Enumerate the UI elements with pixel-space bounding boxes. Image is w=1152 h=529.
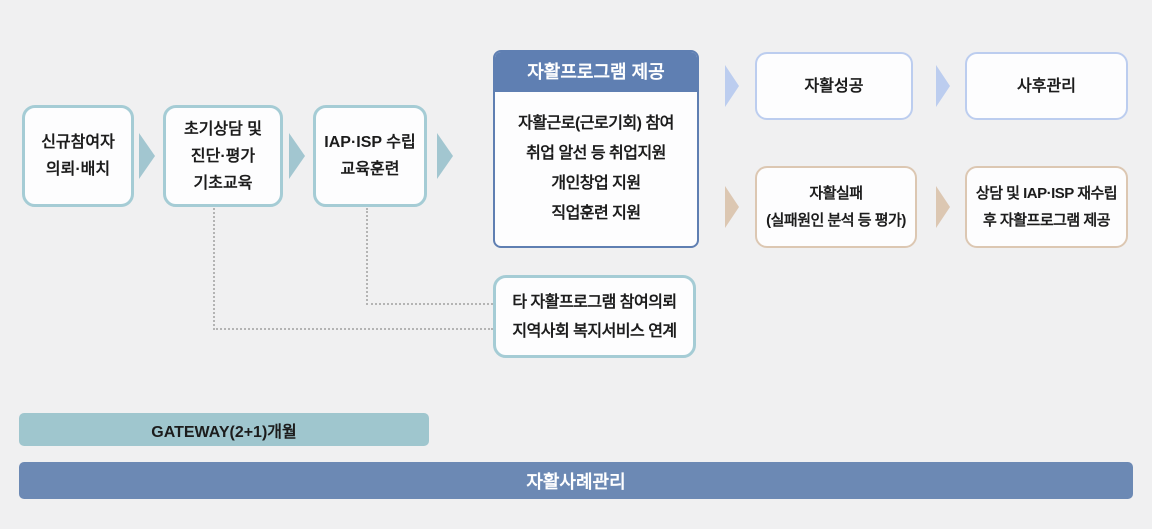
initial-counseling-box: 초기상담 및 진단·평가 기초교육 [163, 105, 283, 207]
program-item-4: 직업훈련 지원 [551, 204, 641, 222]
program-item-2: 취업 알선 등 취업지원 [526, 144, 666, 162]
success-box: 자활성공 [755, 52, 913, 120]
new-participant-line2: 의뢰·배치 [45, 161, 111, 178]
success-label: 자활성공 [804, 77, 864, 95]
iap-isp-line2: 교육훈련 [340, 161, 400, 178]
program-provision-box: 자활프로그램 제공 자활근로(근로기회) 참여 취업 알선 등 취업지원 개인창… [493, 50, 699, 248]
failure-line1: 자활실패 [809, 185, 863, 202]
reestablish-box: 상담 및 IAP·ISP 재수립 후 자활프로그램 제공 [965, 166, 1128, 248]
referral-line1: 타 자활프로그램 참여의뢰 [512, 293, 677, 311]
new-participant-box: 신규참여자 의뢰·배치 [22, 105, 134, 207]
referral-box: 타 자활프로그램 참여의뢰 지역사회 복지서비스 연계 [493, 275, 696, 358]
iap-isp-box: IAP·ISP 수립 교육훈련 [313, 105, 427, 207]
case-management-bar: 자활사례관리 [19, 462, 1133, 499]
program-provision-title: 자활프로그램 제공 [495, 52, 697, 92]
dotted-connector [366, 208, 493, 305]
referral-line2: 지역사회 복지서비스 연계 [512, 322, 677, 340]
arrow-right-icon [725, 65, 739, 107]
arrow-right-icon [936, 65, 950, 107]
program-item-1: 자활근로(근로기회) 참여 [518, 114, 674, 132]
initial-counseling-line2: 진단·평가 [190, 147, 256, 165]
reestablish-line1: 상담 및 IAP·ISP 재수립 [975, 185, 1118, 202]
dotted-connector [213, 208, 493, 330]
failure-line2: (실패원인 분석 등 평가) [766, 212, 906, 229]
arrow-right-icon [289, 133, 305, 179]
program-item-3: 개인창업 지원 [551, 174, 641, 192]
iap-isp-line1: IAP·ISP 수립 [324, 134, 416, 151]
aftercare-box: 사후관리 [965, 52, 1128, 120]
arrow-right-icon [437, 133, 453, 179]
aftercare-label: 사후관리 [1017, 77, 1076, 95]
program-provision-body: 자활근로(근로기회) 참여 취업 알선 등 취업지원 개인창업 지원 직업훈련 … [495, 92, 697, 245]
new-participant-line1: 신규참여자 [41, 134, 115, 151]
initial-counseling-line3: 기초교육 [193, 174, 253, 192]
arrow-right-icon [936, 186, 950, 228]
failure-box: 자활실패 (실패원인 분석 등 평가) [755, 166, 917, 248]
reestablish-line2: 후 자활프로그램 제공 [982, 212, 1111, 229]
arrow-right-icon [725, 186, 739, 228]
initial-counseling-line1: 초기상담 및 [183, 120, 263, 138]
arrow-right-icon [139, 133, 155, 179]
gateway-period-bar: GATEWAY(2+1)개월 [19, 413, 429, 446]
